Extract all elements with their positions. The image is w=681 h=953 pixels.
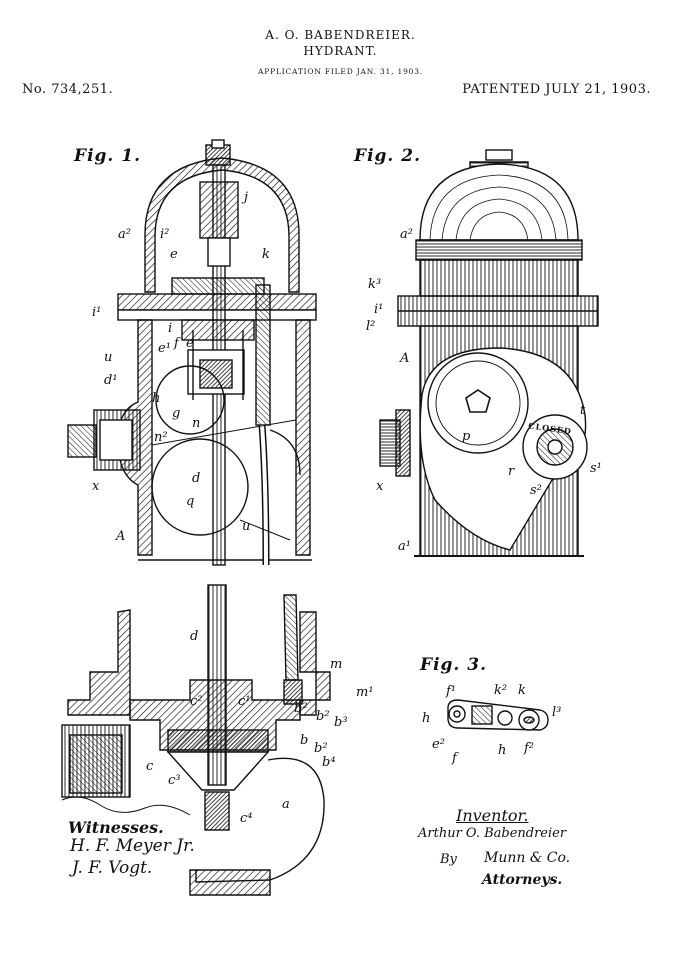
svg-text:k: k (518, 683, 526, 698)
lower-reference-letters: d c² c¹ m m¹ b² b² b³ b b² b⁴ c c³ a c⁴ (146, 629, 374, 826)
svg-text:b²: b² (294, 701, 308, 716)
svg-text:h: h (422, 711, 430, 726)
fig1-reference-letters: a² i² j e k i¹ i f e e¹ u d¹ h g n n² d … (92, 190, 270, 544)
svg-text:f¹: f¹ (445, 684, 456, 699)
witness-1-signature: H. F. Meyer Jr. (70, 836, 195, 856)
svg-text:e¹: e¹ (158, 341, 171, 356)
fig3-reference-letters: f¹ k² k h l³ e² f h f² (422, 683, 561, 766)
svg-text:b³: b³ (334, 715, 348, 730)
svg-text:f²: f² (523, 741, 534, 756)
svg-text:q: q (186, 494, 194, 509)
svg-text:b²: b² (316, 709, 330, 724)
patent-date: PATENTED JULY 21, 1903. (462, 82, 651, 97)
svg-text:f: f (173, 336, 181, 351)
svg-text:j: j (241, 190, 248, 205)
svg-text:a: a (282, 797, 290, 812)
svg-text:A: A (399, 351, 409, 366)
svg-text:g: g (172, 406, 180, 421)
fig3-label: Fig. 3. (420, 655, 487, 675)
svg-text:f: f (451, 751, 459, 766)
fig3-link-detail (447, 699, 549, 731)
agent-signature: Munn & Co. (484, 850, 571, 866)
svg-text:k³: k³ (368, 277, 381, 292)
svg-text:c⁴: c⁴ (240, 811, 253, 826)
fig2-exterior-view (379, 149, 599, 557)
inventor-label: Inventor. (456, 806, 529, 825)
svg-text:n²: n² (154, 430, 168, 445)
svg-text:k²: k² (494, 683, 507, 698)
svg-text:i: i (168, 321, 172, 336)
svg-text:e²: e² (432, 737, 445, 752)
svg-text:i¹: i¹ (92, 305, 101, 320)
svg-text:a²: a² (118, 227, 131, 242)
patent-title: HYDRANT. (303, 44, 378, 58)
svg-text:c²: c² (190, 694, 203, 709)
fig2-reference-letters: a² k³ i¹ l² A p t r s² s¹ x a¹ (366, 227, 602, 554)
svg-text:b⁴: b⁴ (322, 755, 336, 770)
svg-text:u: u (104, 350, 112, 365)
fig2-label: Fig. 2. (354, 146, 421, 166)
witnesses-label: Witnesses. (68, 818, 164, 837)
svg-text:r: r (508, 464, 515, 479)
svg-text:c: c (146, 759, 154, 774)
svg-text:m: m (330, 657, 342, 672)
svg-text:c³: c³ (168, 773, 181, 788)
svg-text:l³: l³ (552, 705, 561, 720)
svg-text:m¹: m¹ (356, 685, 374, 700)
svg-text:k: k (262, 247, 270, 262)
witness-2-signature: J. F. Vogt. (72, 858, 153, 878)
svg-text:b²: b² (314, 741, 328, 756)
by-label: By (440, 852, 457, 867)
svg-text:A: A (115, 529, 125, 544)
lower-valve-section (61, 584, 331, 896)
svg-text:l²: l² (366, 319, 375, 334)
svg-text:e: e (170, 247, 178, 262)
inventor-name: A. O. BABENDREIER. (265, 28, 416, 42)
svg-text:s¹: s¹ (590, 461, 602, 476)
svg-text:b: b (300, 733, 308, 748)
svg-text:c¹: c¹ (238, 694, 251, 709)
application-filed: APPLICATION FILED JAN. 31, 1903. (258, 67, 423, 76)
inventor-signature: Arthur O. Babendreier (418, 826, 567, 841)
svg-text:x: x (376, 479, 384, 494)
svg-text:n: n (192, 416, 200, 431)
svg-text:d: d (192, 471, 200, 486)
svg-text:t: t (580, 403, 586, 418)
patent-number: No. 734,251. (22, 82, 114, 97)
fig1-label: Fig. 1. (74, 146, 141, 166)
svg-text:s²: s² (530, 483, 542, 498)
svg-text:x: x (92, 479, 100, 494)
svg-text:h: h (152, 391, 160, 406)
svg-text:p: p (462, 429, 471, 444)
svg-text:u: u (242, 519, 250, 534)
svg-text:i²: i² (160, 227, 169, 242)
svg-text:i¹: i¹ (374, 302, 383, 317)
svg-text:h: h (498, 743, 506, 758)
svg-text:a¹: a¹ (398, 539, 411, 554)
fig1-sectional-view (67, 139, 317, 566)
attorneys-label: Attorneys. (482, 872, 563, 888)
svg-text:d¹: d¹ (104, 373, 118, 388)
svg-text:d: d (190, 629, 198, 644)
svg-text:e: e (186, 336, 194, 351)
svg-text:a²: a² (400, 227, 413, 242)
